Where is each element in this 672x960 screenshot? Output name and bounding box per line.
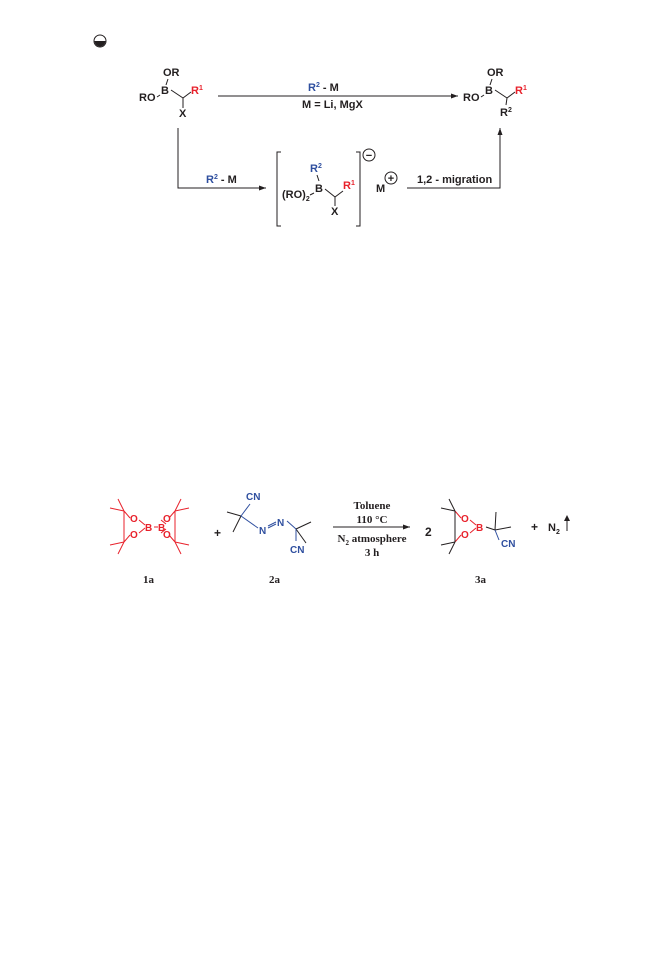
stoichiometric-coefficient: 2: [425, 525, 432, 539]
compound-3a-structure: [440, 498, 512, 555]
minus-charge: −: [366, 150, 372, 162]
label-1a: 1a: [143, 574, 155, 586]
ate-complex: R2 B (RO)2 R1 X − M +: [276, 148, 398, 227]
plus-charge: +: [388, 173, 394, 185]
svg-text:CN: CN: [501, 539, 515, 550]
top-arrow-reagent: R2 - M: [308, 82, 339, 94]
counter-ion-m: M: [376, 183, 385, 195]
circle-symbol-icon: [93, 34, 107, 48]
compound-2a-atoms: CN N N CN: [246, 492, 304, 556]
minus-charge-icon: [362, 148, 376, 162]
product-boronate: OR B RO R1 R2: [463, 67, 527, 119]
product-b: B: [485, 85, 493, 97]
starting-boronate: OR B RO R1 X: [139, 67, 203, 120]
svg-text:O: O: [130, 530, 138, 541]
svg-text:O: O: [163, 514, 171, 525]
start-x: X: [179, 108, 187, 120]
svg-text:O: O: [130, 514, 138, 525]
ate-r1: R1: [343, 180, 355, 192]
condition-solvent: Toluene: [354, 500, 391, 512]
start-ro: RO: [139, 92, 156, 104]
svg-text:N: N: [277, 518, 284, 529]
label-3a: 3a: [475, 574, 487, 586]
product-r1: R1: [515, 85, 527, 97]
condition-time: 3 h: [365, 547, 379, 559]
migration-arrow: [407, 128, 503, 189]
start-r1: R1: [191, 85, 203, 97]
product-ro: RO: [463, 92, 480, 104]
migration-label: 1,2 - migration: [417, 174, 492, 186]
ate-b: B: [315, 183, 323, 195]
svg-text:O: O: [461, 530, 469, 541]
compound-1a-structure: [109, 498, 190, 555]
nitrogen-byproduct: N2: [548, 515, 570, 536]
start-b: B: [161, 85, 169, 97]
plus-charge-icon: [384, 171, 398, 185]
plus-sign-1: +: [214, 526, 221, 540]
product-or: OR: [487, 67, 504, 79]
svg-text:N: N: [259, 526, 266, 537]
compound-3a-atoms: O O B CN: [461, 514, 515, 550]
plus-sign-2: +: [531, 520, 538, 534]
lower-arrow: [177, 128, 266, 191]
gas-arrowhead-icon: [564, 515, 570, 521]
condition-temperature: 110 °C: [357, 514, 388, 526]
svg-text:B: B: [145, 523, 152, 534]
lower-arrow-reagent: R2 - M: [206, 174, 237, 186]
svg-text:O: O: [163, 530, 171, 541]
svg-text:B: B: [158, 523, 165, 534]
condition-atmosphere: N2 atmosphere: [338, 533, 407, 547]
label-2a: 2a: [269, 574, 281, 586]
product-r2: R2: [500, 107, 512, 119]
svg-text:O: O: [461, 514, 469, 525]
top-arrow-condition: M = Li, MgX: [302, 99, 363, 111]
nitrogen-formula: N2: [548, 522, 560, 536]
svg-text:CN: CN: [246, 492, 260, 503]
start-or: OR: [163, 67, 180, 79]
ate-r2: R2: [310, 163, 322, 175]
ate-x: X: [331, 206, 339, 218]
compound-1a-atoms: O O B B O O: [130, 514, 171, 541]
svg-text:CN: CN: [290, 545, 304, 556]
compound-2a-structure: [226, 503, 312, 544]
ate-ro2: (RO)2: [282, 189, 310, 203]
svg-text:B: B: [476, 523, 483, 534]
